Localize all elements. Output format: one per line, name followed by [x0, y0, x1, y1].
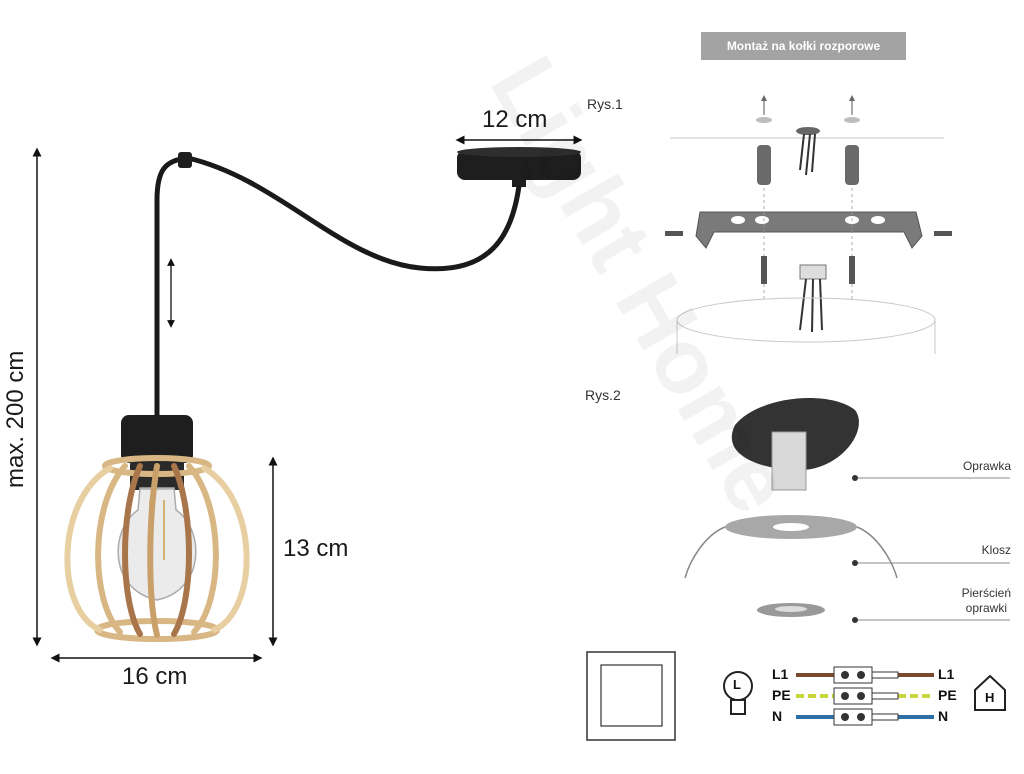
- wire-left-pe: PE: [772, 687, 791, 703]
- wire-right-l1: L1: [938, 666, 955, 682]
- wall-switch-icon: [586, 651, 676, 741]
- wire-right-pe: PE: [938, 687, 957, 703]
- label-ring-line2: oprawki: [965, 601, 1007, 615]
- mounting-diagram: [665, 95, 952, 354]
- ceiling-canopy: [457, 147, 581, 187]
- ring-part: [757, 603, 1010, 623]
- label-ring-line1: Pierścień: [961, 586, 1011, 600]
- label-klosz: Klosz: [981, 543, 1011, 557]
- wooden-shade: [64, 455, 250, 642]
- bulb-letter: L: [733, 677, 741, 692]
- cable-clip: [178, 152, 192, 168]
- wire-left-n: N: [772, 708, 783, 724]
- fig1-label: Rys.1: [587, 96, 623, 112]
- cable: [154, 155, 522, 420]
- mount-banner: Montaż na kołki rozporowe: [701, 32, 906, 60]
- bulb-icon: [723, 671, 753, 715]
- fig2-label: Rys.2: [585, 387, 621, 403]
- house-icon: [974, 674, 1006, 711]
- socket-part: [731, 398, 1010, 491]
- house-letter: H: [985, 690, 995, 705]
- wiring-diagram: [796, 666, 934, 726]
- max-height-label: max. 200 cm: [2, 350, 29, 488]
- shade-height-label: 13 cm: [283, 535, 349, 562]
- wire-left-l1: L1: [772, 666, 789, 682]
- shade-width-label: 16 cm: [122, 663, 188, 690]
- canopy-width-label: 12 cm: [482, 106, 548, 133]
- wire-right-n: N: [938, 708, 949, 724]
- label-oprawka: Oprawka: [962, 459, 1011, 473]
- shade-part: [684, 515, 1010, 579]
